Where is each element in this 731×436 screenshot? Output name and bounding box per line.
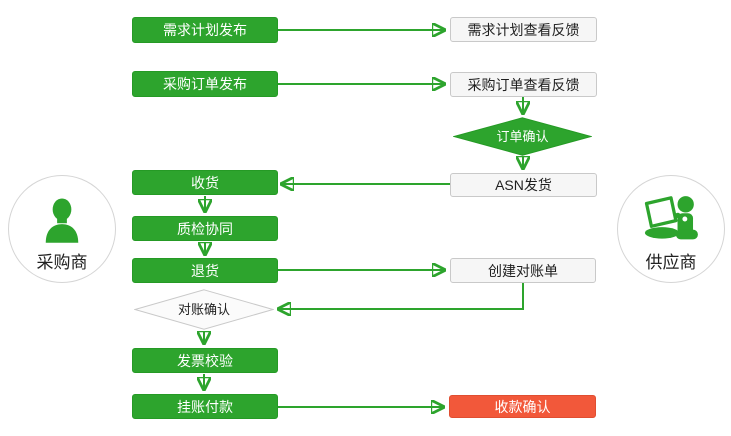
- node-create-statement: 创建对账单: [450, 258, 596, 283]
- node-demand-plan-publish: 需求计划发布: [132, 17, 278, 43]
- connector-statement-to-reconciliation: [280, 283, 524, 309]
- node-booked-payment: 挂账付款: [132, 394, 278, 419]
- node-label: 挂账付款: [177, 398, 233, 415]
- node-label: 采购订单查看反馈: [467, 76, 580, 93]
- node-asn-shipping: ASN发货: [450, 173, 597, 197]
- node-invoice-verification: 发票校验: [132, 348, 278, 373]
- node-label: 采购订单发布: [163, 76, 247, 92]
- node-label: 对账确认: [177, 302, 230, 317]
- buyer-person-icon: [36, 190, 88, 246]
- node-quality-collaboration: 质检协同: [132, 216, 278, 241]
- node-label: 收货: [191, 174, 219, 191]
- node-receive-goods: 收货: [132, 170, 278, 195]
- actor-supplier: 供应商: [617, 175, 725, 283]
- node-payment-receipt-confirm: 收款确认: [449, 395, 596, 418]
- node-po-publish: 采购订单发布: [132, 71, 278, 97]
- diamond-shape: [134, 289, 274, 330]
- node-po-feedback: 采购订单查看反馈: [450, 72, 597, 97]
- node-label: 收款确认: [494, 398, 551, 415]
- node-label: 创建对账单: [488, 262, 558, 279]
- node-label: ASN发货: [495, 177, 552, 193]
- node-label: 需求计划查看反馈: [467, 21, 580, 38]
- node-label: 订单确认: [496, 129, 549, 144]
- node-demand-plan-feedback: 需求计划查看反馈: [450, 17, 597, 42]
- supplier-laptop-icon: [640, 190, 702, 246]
- actor-label: 采购商: [36, 253, 88, 272]
- actor-label: 供应商: [645, 253, 697, 272]
- node-label: 发票校验: [177, 352, 233, 369]
- diamond-shape: [453, 117, 592, 156]
- node-label: 需求计划发布: [163, 22, 247, 38]
- node-order-confirm-diamond: 订单确认: [453, 117, 592, 156]
- node-return-goods: 退货: [132, 258, 278, 283]
- actor-buyer: 采购商: [8, 175, 116, 283]
- node-reconciliation-confirm-diamond: 对账确认: [134, 289, 274, 330]
- node-label: 退货: [191, 262, 219, 279]
- node-label: 质检协同: [177, 220, 233, 237]
